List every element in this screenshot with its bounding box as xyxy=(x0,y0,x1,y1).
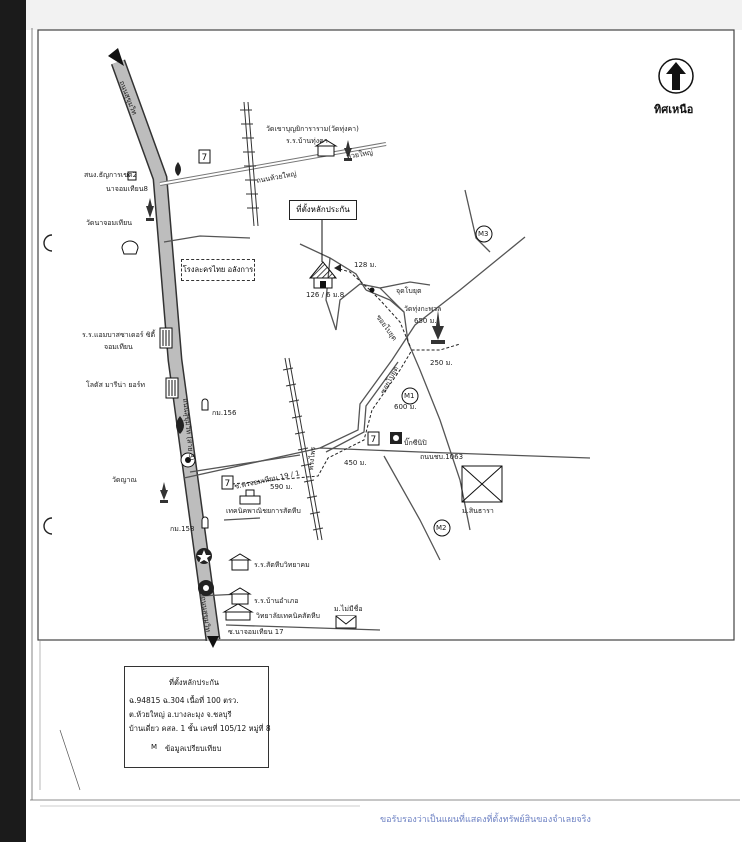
km-marker-icon xyxy=(201,516,209,529)
village-mai-mi-chue-icon xyxy=(335,615,357,629)
label-wat-na-jomtien: วัดนาจอมเทียน xyxy=(86,219,133,227)
label-km158: กม.158 xyxy=(170,525,195,533)
label-km156: กม.156 xyxy=(212,409,237,417)
scan-shadow-left xyxy=(0,0,26,842)
marker-m3 xyxy=(475,225,493,243)
binder-hole xyxy=(43,234,53,252)
svg-text:7: 7 xyxy=(225,479,231,489)
school-icon xyxy=(314,139,338,157)
bangchak-station-icon xyxy=(198,580,214,596)
north-label: ทิศเหนือ xyxy=(654,103,694,116)
kaset-icon xyxy=(239,489,261,505)
m-sinthara-building-icon xyxy=(461,465,503,503)
distance-600: 600 ม. xyxy=(394,403,417,411)
label-school-thungka: ร.ร.บ้านทุ่งคา xyxy=(286,137,328,145)
label-big-c: บิ๊กซีนิปิ xyxy=(404,439,427,447)
north-arrow-icon xyxy=(658,58,694,94)
svg-text:7: 7 xyxy=(202,153,208,163)
map-frame xyxy=(37,29,735,641)
collateral-house-icon xyxy=(308,261,338,289)
minor-roads xyxy=(163,189,591,631)
distance-250: 250 ม. xyxy=(430,359,453,367)
marker-m2-label: M2 xyxy=(436,524,447,532)
main-road-sukhumvit xyxy=(108,48,221,648)
certification-footer: ขอรับรองว่าเป็นแผนที่แสดงที่ตั้งทรัพย์สิ… xyxy=(380,815,591,825)
marker-m1 xyxy=(401,387,419,405)
seven-eleven-icon: 7 xyxy=(367,431,380,446)
legend-m-letter: M xyxy=(151,743,158,751)
ptt-station-icon xyxy=(180,452,196,468)
label-mai-mi-chue: ม.ไม่มีชื่อ xyxy=(334,605,363,613)
label-lotus: โลตัส มารีน่า ยอร์ท xyxy=(86,381,146,389)
temple-icon xyxy=(344,140,352,161)
label-m-sinthara: ม.สินธารา xyxy=(462,507,494,515)
distance-128: 128 ม. xyxy=(354,261,377,269)
legend-line-4: ข้อมูลเปรียบเทียบ xyxy=(165,744,222,753)
college-icon xyxy=(222,603,254,621)
railway-track-north xyxy=(240,101,259,227)
label-wat-yanna: วัดญาณ xyxy=(112,476,137,484)
km-marker-icon xyxy=(201,398,209,411)
label-ambassador: ร.ร.แอมบาสซาเดอร์ ซิตี้ xyxy=(82,331,156,339)
big-c-icon xyxy=(390,432,402,444)
distance-650: 650 ม. xyxy=(414,317,437,325)
collateral-callout: ที่ตั้งหลักประกัน xyxy=(289,200,357,220)
school-icon xyxy=(228,553,252,571)
legend-line-3: บ้านเดี่ยว คสล. 1 ชั้น เลขที่ 105/12 หมู… xyxy=(129,724,271,733)
shell-station-icon xyxy=(121,240,139,255)
label-ban-amphoe-school: ร.ร.บ้านอำเภอ xyxy=(254,597,299,605)
legend-title: ที่ตั้งหลักประกัน xyxy=(169,678,220,687)
svg-text:7: 7 xyxy=(371,435,377,445)
sonor-building-icon xyxy=(127,171,137,181)
temple-wat-thungkhaphan-icon xyxy=(431,310,445,344)
marker-m3-label: M3 xyxy=(478,230,489,238)
label-sattahip-college: วิทยาลัยเทคนิคสัตหีบ xyxy=(256,612,321,620)
distance-590: 590 ม. xyxy=(270,483,293,491)
fuel-station-icon xyxy=(175,162,181,176)
railway-track-south xyxy=(282,357,324,541)
building-ambassador-icon xyxy=(159,327,173,349)
seven-eleven-icon: 7 xyxy=(221,475,234,490)
school-icon xyxy=(228,587,252,605)
road-label-1063: ถนนชบ.1063 xyxy=(420,453,464,461)
label-house-number: 126 / 6 ม.8 xyxy=(306,291,345,299)
label-factory: โรงละครไทย อลังการ xyxy=(181,259,255,281)
star-station-icon xyxy=(196,548,212,564)
legend-line-2: ต.ห้วยใหญ่ อ.บางละมุง จ.ชลบุรี xyxy=(129,710,232,719)
label-jud-boyut: จุดโบยุต xyxy=(396,287,422,295)
legend-box: ที่ตั้งหลักประกัน ฉ.94815 ฉ.304 เนื้อที่… xyxy=(124,666,271,768)
legend-line-1: ฉ.94815 ฉ.304 เนื้อที่ 100 ตรว. xyxy=(129,696,239,705)
label-wat-khao: วัดเขาบุญยิการาราม(วัดทุ่งคา) xyxy=(266,125,359,133)
label-sonor: สนง.ธัญการเขต2 xyxy=(84,171,138,179)
temple-icon xyxy=(146,198,154,221)
marker-m2 xyxy=(433,519,451,537)
fuel-station-icon xyxy=(176,416,184,434)
building-lotus-icon xyxy=(165,377,179,399)
seven-eleven-icon: 7 xyxy=(198,149,211,164)
label-wat-thungkhaphan: วัดทุ่งกะพวล xyxy=(404,305,442,313)
label-sattahip-school: ร.ร.สัตหีบวิทยาคม xyxy=(254,561,310,569)
road-label-jomtien-17: ซ.นาจอมเทียน 17 xyxy=(228,628,284,636)
jud-boyut-point xyxy=(369,287,375,293)
label-ambassador-2: จอมเทียน xyxy=(104,343,133,351)
binder-hole xyxy=(43,517,53,535)
temple-icon xyxy=(160,482,168,503)
label-jomtien-market: นาจอมเทียน8 xyxy=(106,185,148,193)
distance-450: 450 ม. xyxy=(344,459,367,467)
label-kaset: เทคนิคพาณิชยการสัตหีบ xyxy=(226,507,301,515)
marker-m1-label: M1 xyxy=(404,392,415,400)
